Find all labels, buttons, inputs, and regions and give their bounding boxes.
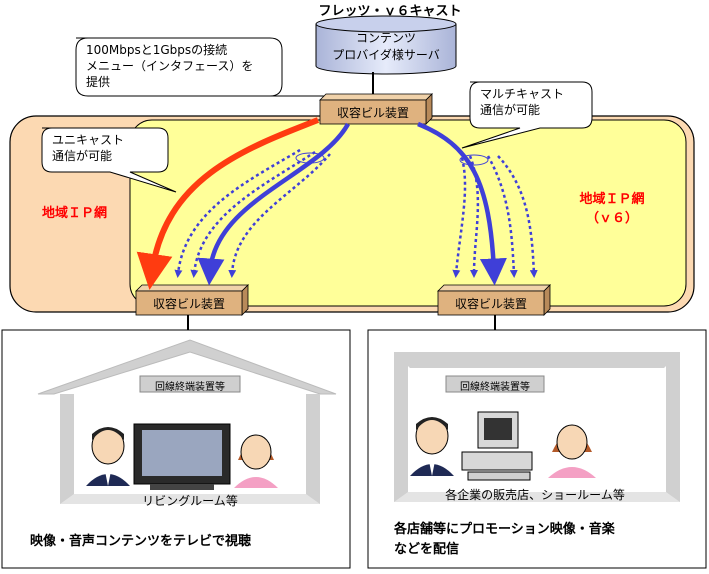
home-device-box bbox=[139, 375, 241, 393]
tv-icon bbox=[133, 423, 231, 490]
callout-multicast-line1: マルチキャスト bbox=[480, 87, 565, 101]
network-label-right-line1: 地域ＩＰ網 bbox=[579, 192, 645, 207]
node-label-right: 収容ビル装置 bbox=[454, 297, 527, 311]
multicast-dotted-right bbox=[452, 155, 538, 278]
woman-icon-shop bbox=[548, 424, 596, 478]
shop-room-label: 各企業の販売店、ショールーム等 bbox=[445, 488, 625, 502]
network-label-right: 地域ＩＰ網 （ｖ６） bbox=[572, 188, 652, 226]
house-outline bbox=[37, 339, 337, 504]
server-label-line2: プロバイダ様サーバ bbox=[332, 48, 440, 62]
node-label-left: 収容ビル装置 bbox=[152, 297, 225, 311]
node-box-top bbox=[319, 93, 433, 125]
pc-icon bbox=[461, 411, 533, 481]
shop-caption: 各店舗等にプロモーション映像・音楽 などを配信 bbox=[394, 520, 704, 560]
node-label-top: 収容ビル装置 bbox=[336, 106, 409, 120]
home-room-label: リビングルーム等 bbox=[142, 494, 238, 508]
callout-unicast-line2: 通信が可能 bbox=[52, 149, 113, 163]
man-icon-shop bbox=[410, 417, 454, 476]
callout-multicast: マルチキャスト 通信が可能 bbox=[480, 86, 590, 118]
callout-interface-line3: 提供 bbox=[86, 75, 111, 89]
shop-caption-line1: 各店舗等にプロモーション映像・音楽 bbox=[394, 522, 615, 537]
callout-interface-line2: メニュー（インタフェース）を bbox=[86, 59, 254, 73]
multicast-dotted-left bbox=[174, 148, 331, 278]
home-caption: 映像・音声コンテンツをテレビで視聴 bbox=[30, 534, 252, 549]
woman-icon-home bbox=[234, 434, 278, 488]
network-label-left: 地域ＩＰ網 bbox=[42, 206, 108, 221]
unicast-arrow bbox=[136, 117, 320, 290]
home-device-label: 回線終端装置等 bbox=[155, 382, 225, 393]
callout-multicast-line2: 通信が可能 bbox=[480, 103, 541, 117]
callout-unicast-line1: ユニキャスト bbox=[52, 133, 125, 147]
callout-unicast-bubble bbox=[41, 127, 177, 193]
shop-outline bbox=[394, 352, 680, 502]
shop-device-box bbox=[445, 375, 545, 393]
callout-interface: 100Mbpsと1Gbpsの接続 メニュー（インタフェース）を 提供 bbox=[86, 42, 282, 90]
diagram-title: フレッツ・ｖ６キャスト bbox=[318, 4, 462, 19]
server-cylinder bbox=[315, 15, 457, 75]
callout-interface-bubble bbox=[75, 37, 370, 97]
callout-interface-line1: 100Mbpsと1Gbpsの接続 bbox=[86, 43, 228, 57]
callout-multicast-bubble bbox=[461, 81, 593, 149]
multicast-arrow-left bbox=[197, 122, 350, 286]
man-icon-home bbox=[86, 427, 130, 486]
shop-caption-line2: などを配信 bbox=[394, 542, 460, 557]
callout-unicast: ユニキャスト 通信が可能 bbox=[52, 132, 168, 164]
shop-device-label: 回線終端装置等 bbox=[460, 382, 530, 393]
server-label: コンテンツ プロバイダ様サーバ bbox=[318, 30, 454, 64]
server-label-line1: コンテンツ bbox=[355, 31, 416, 45]
multicast-arrow-right bbox=[417, 121, 507, 286]
network-label-right-line2: （ｖ６） bbox=[585, 211, 638, 226]
node-box-right bbox=[437, 284, 551, 316]
